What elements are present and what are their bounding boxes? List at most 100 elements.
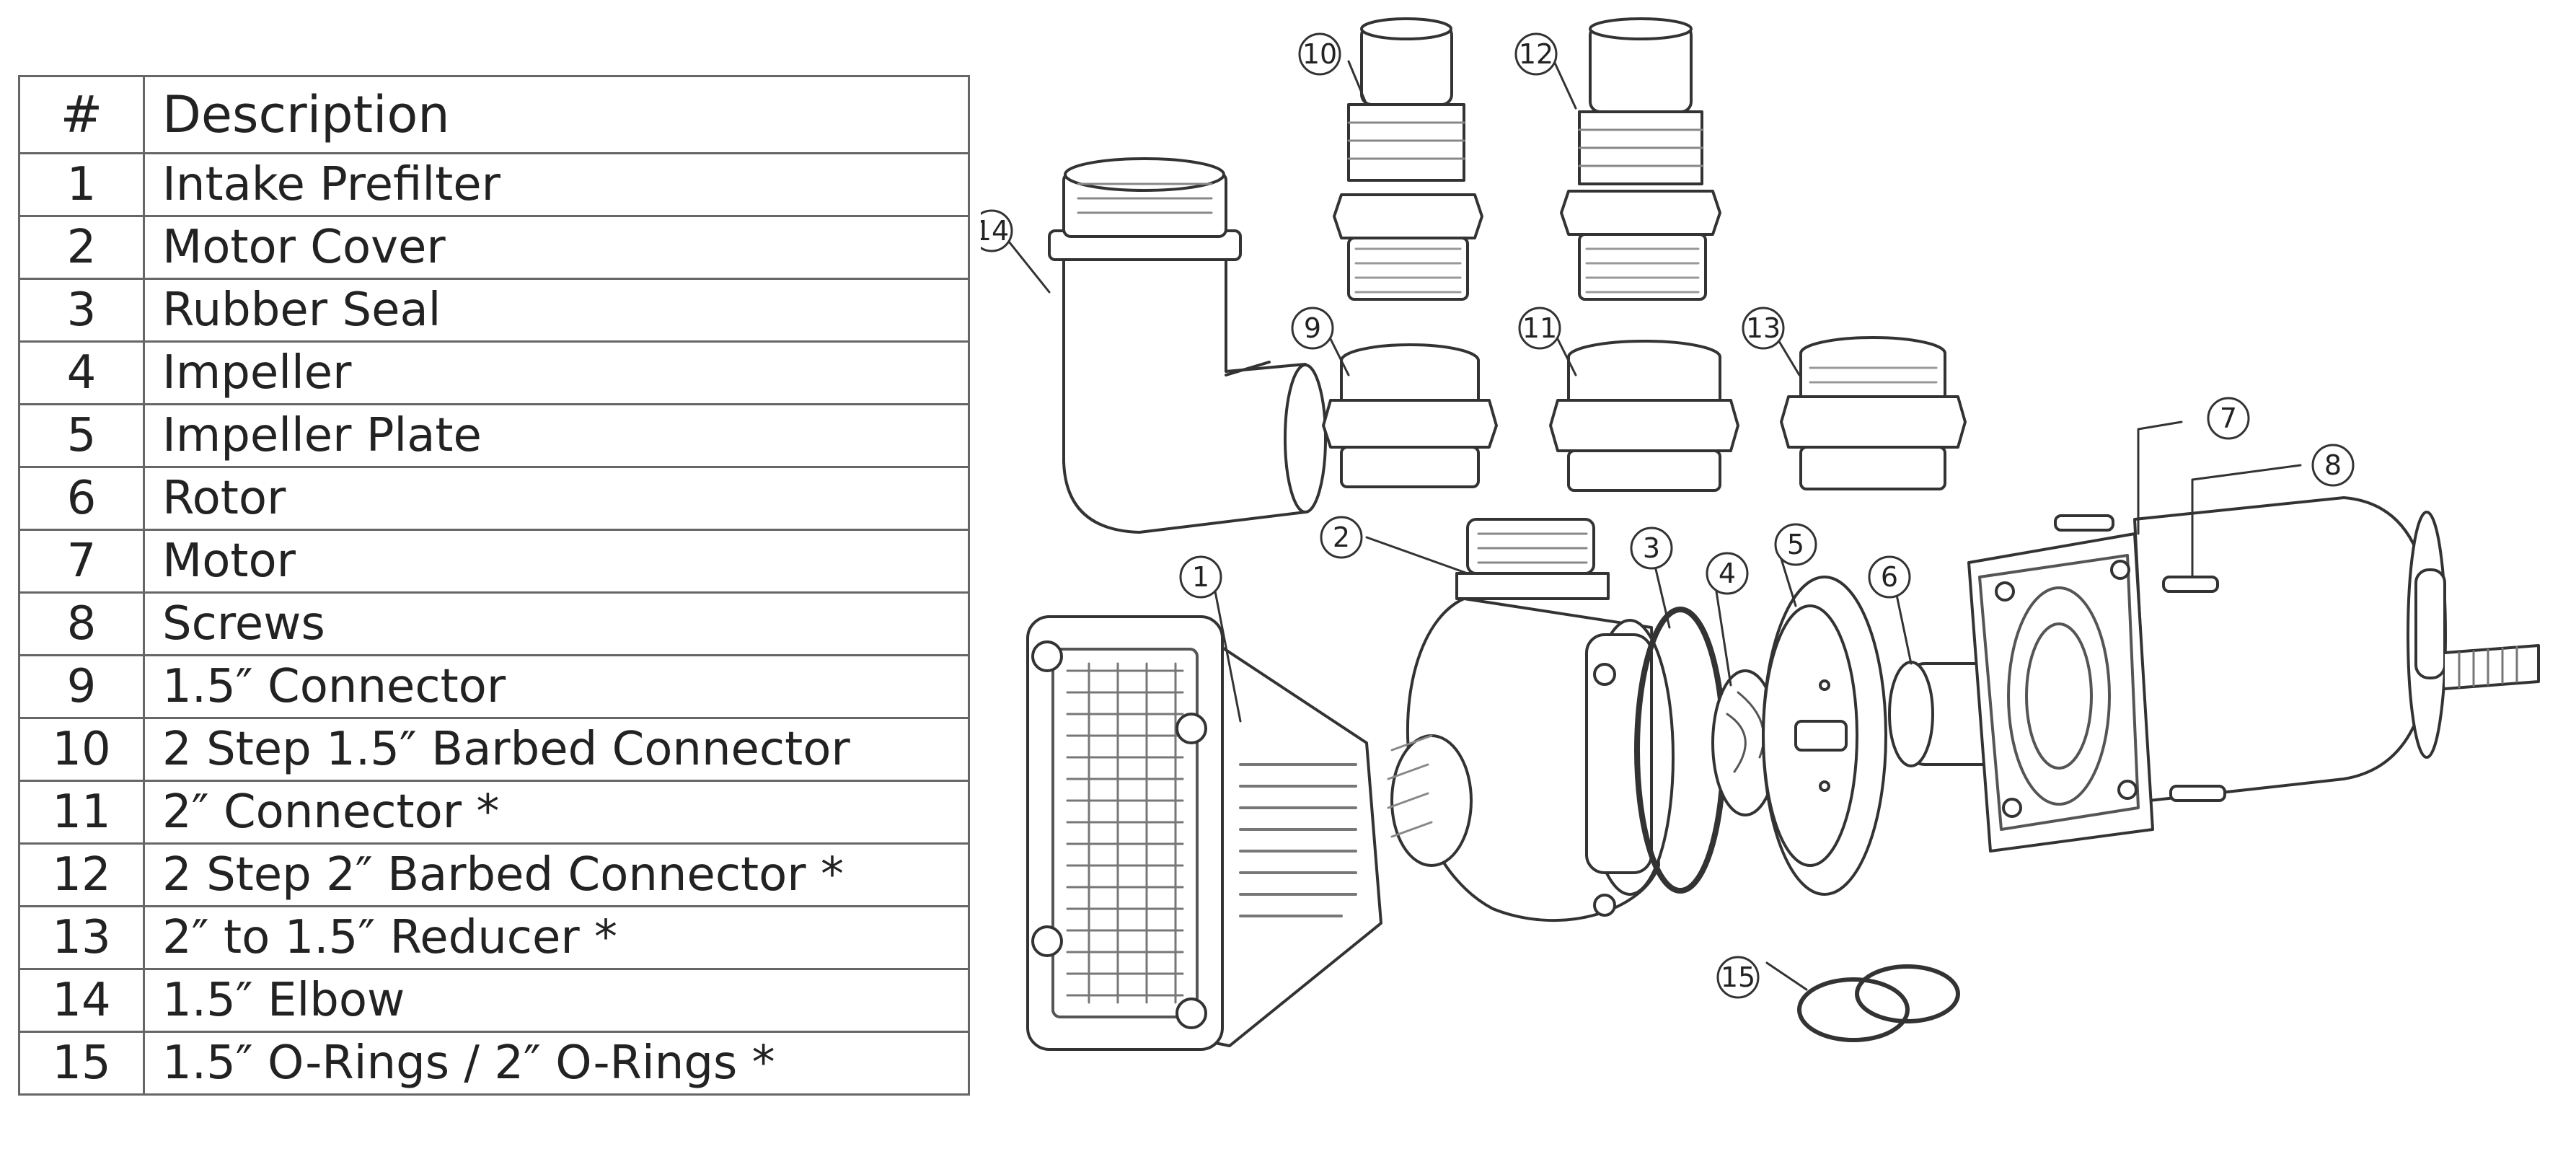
part-number: 5	[18, 403, 145, 468]
part-number: 15	[18, 1031, 145, 1096]
callout-circle	[1630, 527, 1673, 570]
callout-number: 12	[1519, 38, 1553, 70]
part-number: 11	[18, 780, 145, 845]
part-number: 6	[18, 466, 145, 531]
reducer-part	[1780, 336, 1967, 490]
part-description: Screws	[143, 591, 970, 656]
callout-number: 15	[1721, 961, 1755, 993]
callout-number: 4	[1719, 558, 1736, 589]
callout-number: 5	[1787, 529, 1804, 560]
barbed-connector-2-part	[1560, 17, 1721, 301]
callout-15: 15	[1716, 956, 1760, 999]
callout-4: 4	[1706, 552, 1749, 595]
callout-1: 1	[1179, 555, 1222, 599]
callout-number: 11	[1522, 312, 1557, 344]
part-number: 13	[18, 905, 145, 970]
o-rings-part	[1797, 964, 1960, 1042]
barbed-connector-15-part	[1333, 17, 1483, 301]
callout-circle	[1774, 523, 1817, 566]
callout-circle	[2207, 397, 2250, 440]
part-description: Impeller	[143, 340, 970, 405]
part-description: 1.5″ O-Rings / 2″ O-Rings *	[143, 1031, 970, 1096]
part-description: Impeller Plate	[143, 403, 970, 468]
callout-number: 14	[981, 215, 1009, 247]
part-description: 1.5″ Connector	[143, 654, 970, 719]
callout-circle	[2311, 444, 2355, 487]
connector-15-part	[1322, 343, 1498, 488]
callout-6: 6	[1868, 555, 1911, 599]
callout-7: 7	[2207, 397, 2250, 440]
part-description: 2″ to 1.5″ Reducer *	[143, 905, 970, 970]
part-number: 4	[18, 340, 145, 405]
callout-circle	[981, 209, 1013, 252]
part-number: 8	[18, 591, 145, 656]
part-number: 10	[18, 717, 145, 782]
part-number: 9	[18, 654, 145, 719]
motor-part	[1967, 496, 2540, 853]
callout-number: 9	[1304, 312, 1321, 344]
callout-2: 2	[1320, 516, 1363, 559]
elbow-part	[1048, 157, 1327, 534]
header-description: Description	[143, 75, 970, 154]
callout-12: 12	[1514, 32, 1558, 76]
table-header-row: # Description	[18, 75, 970, 154]
part-number: 2	[18, 215, 145, 280]
part-description: 2 Step 1.5″ Barbed Connector	[143, 717, 970, 782]
callout-circle	[1298, 32, 1341, 76]
screws-part	[2054, 514, 2226, 802]
intake-prefilter-part	[1026, 615, 1382, 1051]
callout-9: 9	[1291, 307, 1334, 350]
callout-11: 11	[1518, 307, 1561, 350]
part-number: 12	[18, 842, 145, 907]
callout-circle	[1706, 552, 1749, 595]
impeller-plate-part	[1762, 576, 1887, 896]
callout-circle	[1518, 307, 1561, 350]
callout-5: 5	[1774, 523, 1817, 566]
callout-number: 6	[1881, 561, 1898, 593]
part-description: Motor Cover	[143, 215, 970, 280]
header-number: #	[18, 75, 145, 154]
callout-number: 2	[1333, 521, 1350, 553]
part-description: 2″ Connector *	[143, 780, 970, 845]
callout-number: 8	[2324, 449, 2342, 481]
callout-circle	[1742, 307, 1785, 350]
part-description: 2 Step 2″ Barbed Connector *	[143, 842, 970, 907]
callout-8: 8	[2311, 444, 2355, 487]
callout-10: 10	[1298, 32, 1341, 76]
part-number: 3	[18, 278, 145, 343]
part-description: 1.5″ Elbow	[143, 968, 970, 1033]
part-description: Rubber Seal	[143, 278, 970, 343]
connector-2-part	[1549, 340, 1739, 492]
part-description: Intake Prefilter	[143, 152, 970, 217]
callout-14: 14	[981, 209, 1013, 252]
part-description: Rotor	[143, 466, 970, 531]
callout-number: 3	[1643, 532, 1660, 564]
callout-circle	[1320, 516, 1363, 559]
callout-3: 3	[1630, 527, 1673, 570]
part-description: Motor	[143, 529, 970, 594]
callout-circle	[1716, 956, 1760, 999]
part-number: 14	[18, 968, 145, 1033]
part-number: 1	[18, 152, 145, 217]
motor-cover-part	[1387, 518, 1675, 922]
callout-number: 7	[2220, 402, 2237, 434]
callout-13: 13	[1742, 307, 1785, 350]
callout-number: 1	[1192, 561, 1209, 593]
callout-circle	[1179, 555, 1222, 599]
